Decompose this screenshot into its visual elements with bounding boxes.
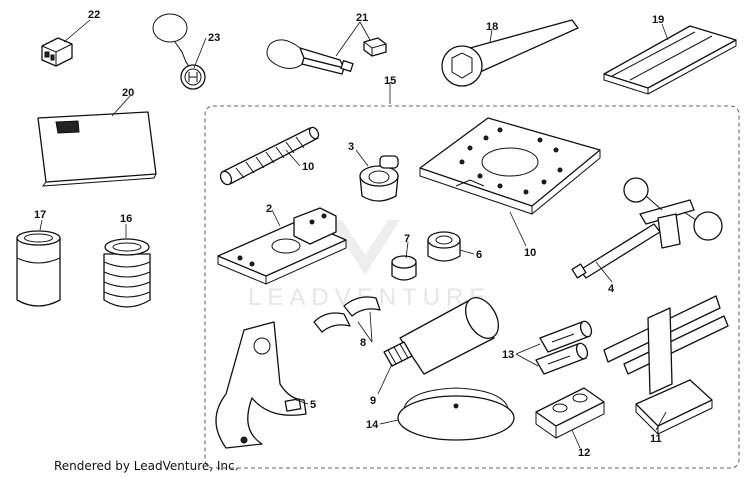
part-12-block <box>535 387 605 439</box>
part-2-fixture-block <box>217 207 347 285</box>
callout-10-plate: 10 <box>524 247 536 259</box>
part-17-bushing <box>16 230 61 307</box>
callout-4: 4 <box>608 283 615 295</box>
callout-14: 14 <box>366 419 379 431</box>
callout-5: 5 <box>310 399 316 411</box>
callout-15: 15 <box>384 75 396 87</box>
part-9-press-tool <box>383 297 500 375</box>
callout-20: 20 <box>122 87 134 99</box>
part-22-connector <box>41 37 73 67</box>
part-13-sleeves <box>535 320 593 375</box>
part-18-spanner-wrench <box>441 19 579 87</box>
kit-boundary <box>204 105 740 469</box>
callout-3: 3 <box>348 141 354 153</box>
callout-19: 19 <box>652 14 664 26</box>
leader-lines <box>39 19 669 449</box>
callout-18: 18 <box>486 21 498 33</box>
callout-6: 6 <box>476 249 482 261</box>
part-8-half-shells <box>313 296 381 333</box>
part-7-bushing <box>391 255 417 281</box>
callout-12: 12 <box>578 447 590 459</box>
part-11-press-stand <box>603 295 729 435</box>
callout-17: 17 <box>34 209 46 221</box>
part-20-manual <box>37 111 157 187</box>
callout-11: 11 <box>650 433 662 445</box>
callout-21: 21 <box>356 12 368 24</box>
part-5-yoke-tool <box>215 321 307 449</box>
callout-13: 13 <box>502 349 514 361</box>
callout-23: 23 <box>208 32 220 44</box>
part-14-disc <box>397 387 515 441</box>
callout-9: 9 <box>370 395 376 407</box>
part-21-usb-drive <box>266 37 387 75</box>
part-23-keyring <box>152 13 206 90</box>
callout-7: 7 <box>404 233 410 245</box>
part-10-threaded-rod <box>219 126 320 186</box>
part-3-adapter <box>359 155 399 202</box>
callout-10-rod: 10 <box>302 161 314 173</box>
part-6-bushing <box>427 231 461 262</box>
part-10-base-plate <box>419 117 601 215</box>
part-4-t-handle-puller <box>571 177 723 279</box>
part-19-gauge <box>603 25 737 95</box>
callout-2: 2 <box>266 203 272 215</box>
callouts: 22 23 20 21 18 19 15 10 3 10 2 7 6 4 8 9… <box>34 9 664 459</box>
callout-22: 22 <box>88 9 100 21</box>
callout-8: 8 <box>360 337 366 349</box>
footer-credit: Rendered by LeadVenture, Inc. <box>54 459 239 473</box>
part-16-boot <box>103 238 151 308</box>
callout-16: 16 <box>120 213 132 225</box>
